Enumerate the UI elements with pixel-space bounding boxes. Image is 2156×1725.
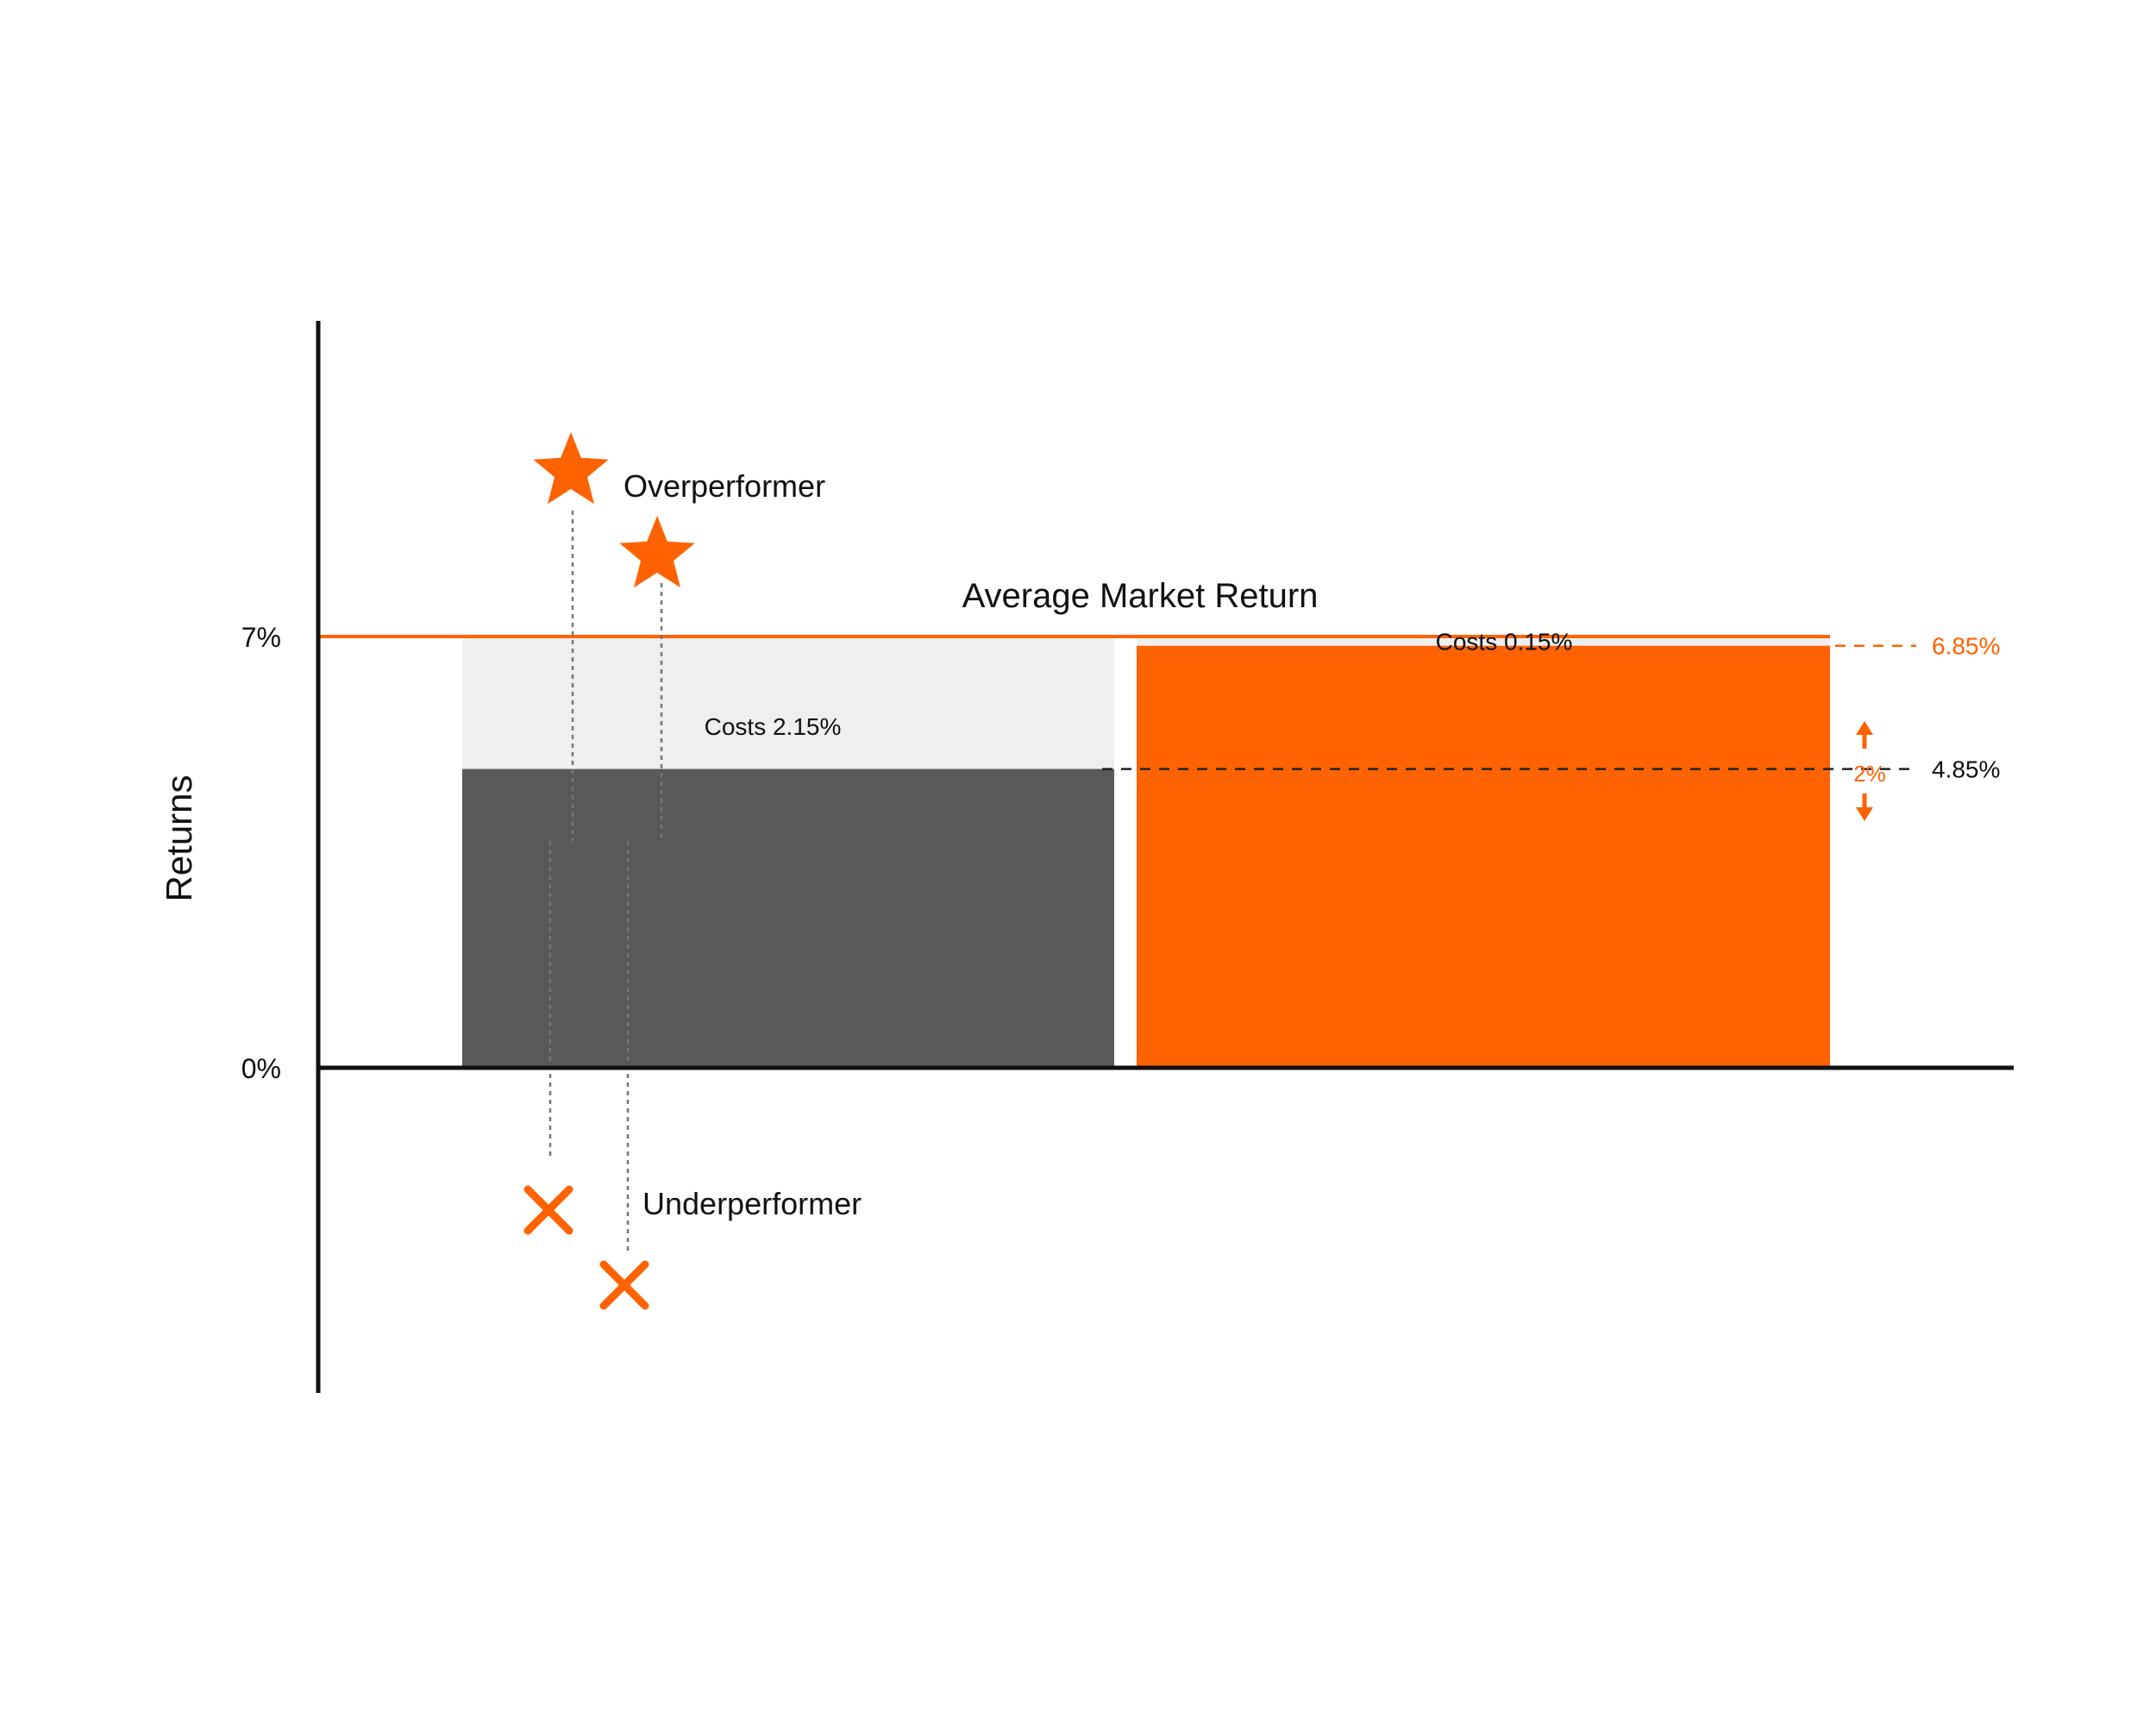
bar-passive-fund [1137,645,1830,1068]
performer-guides [548,511,663,1255]
underperformer-label: Underperformer [642,1186,862,1221]
arrow-up-head-icon [1856,721,1873,735]
cost-label-passive: Costs 0.15% [1436,628,1573,655]
level-label-low: 4.85% [1932,756,2000,783]
arrow-down-head-icon [1856,807,1873,821]
cost-band-active [462,637,1114,769]
y-axis-label: Returns [159,775,199,901]
average-market-return-label: Average Market Return [962,577,1319,615]
cross-icon [599,1260,649,1310]
level-label-high: 6.85% [1932,633,2000,660]
y-tick-label-top: 7% [241,622,281,653]
bar-active-fund [462,768,1114,1068]
cross-icon [523,1185,573,1235]
difference-arrows-icon [1856,721,1873,821]
y-tick-label-bottom: 0% [241,1053,281,1084]
difference-label: 2% [1853,761,1886,787]
overperformer-label: Overperformer [624,468,825,504]
cost-label-active: Costs 2.15% [705,713,842,740]
star-icon [533,432,609,505]
star-icon [619,516,695,588]
cost-band-passive [1137,637,1830,646]
